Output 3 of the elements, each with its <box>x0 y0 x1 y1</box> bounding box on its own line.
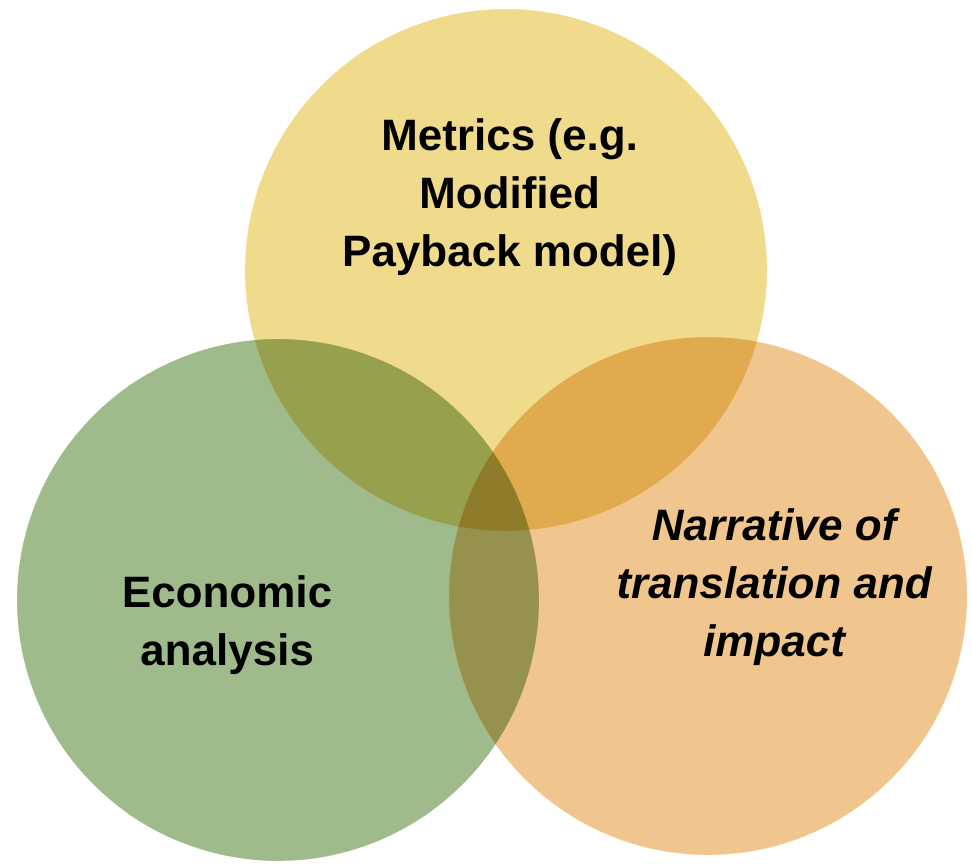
circle-label: Narrative of translation and impact <box>615 500 934 668</box>
circle-label: Economic analysis <box>120 567 334 677</box>
circle-label: Metrics (e.g. Modified Payback model) <box>340 110 678 278</box>
